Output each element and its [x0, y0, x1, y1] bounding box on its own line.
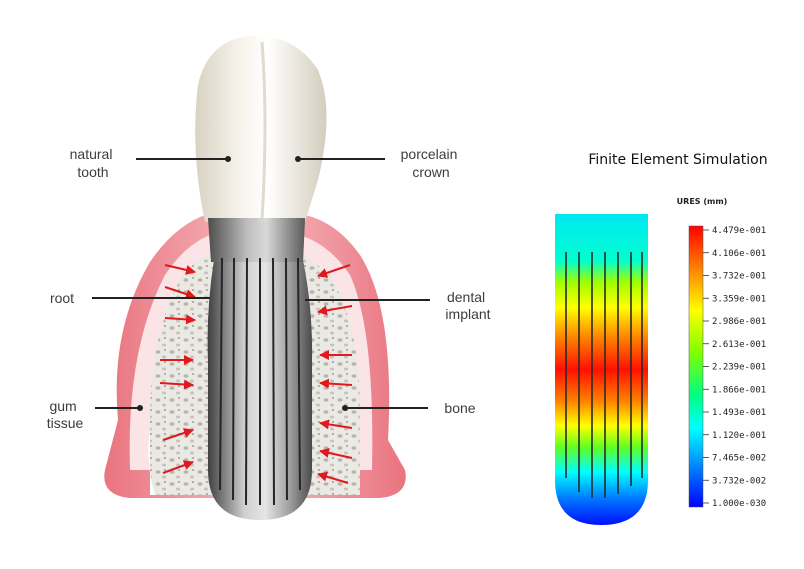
label-natural-tooth: natural tooth: [70, 146, 117, 180]
scale-tick-label: 1.866e-001: [712, 385, 766, 395]
scale-tick-label: 3.732e-001: [712, 272, 766, 282]
scale-tick-label: 2.613e-001: [712, 340, 766, 350]
scale-tick-label: 1.000e-030: [712, 499, 766, 509]
label-root: root: [50, 290, 74, 306]
implant-grooves: [219, 257, 301, 506]
scale-tick-label: 3.732e-002: [712, 476, 766, 486]
label-gum-tissue: gum tissue: [47, 398, 84, 431]
simulation-implant: [555, 214, 648, 525]
scale-tick-label: 4.106e-001: [712, 249, 766, 259]
scale-tick-label: 1.120e-001: [712, 431, 766, 441]
label-dental-implant: dental implant: [445, 289, 490, 322]
label-porcelain-crown: porcelain crown: [401, 146, 462, 180]
label-bone: bone: [444, 400, 475, 416]
scale-tick-label: 2.239e-001: [712, 363, 766, 373]
simulation-title: Finite Element Simulation: [588, 152, 767, 168]
scale-tick-label: 1.493e-001: [712, 408, 766, 418]
scale-tick-label: 3.359e-001: [712, 294, 766, 304]
force-arrows: [159, 264, 353, 484]
simulation-grooves: [565, 252, 643, 498]
scale-tick-label: 2.986e-001: [712, 317, 766, 327]
leader-lines: [92, 158, 430, 409]
implant-body: [207, 218, 313, 520]
leader-dots: [137, 156, 348, 411]
scale-tick-label: 7.465e-002: [712, 454, 766, 464]
scale-unit-label: URES (mm): [677, 197, 728, 206]
color-scale-ticks: 4.479e-001 4.106e-001 3.732e-001 3.359e-001…: [703, 226, 766, 509]
crown-shape: [195, 35, 327, 222]
color-scale-bar: [688, 225, 704, 508]
scale-tick-label: 4.479e-001: [712, 226, 766, 236]
